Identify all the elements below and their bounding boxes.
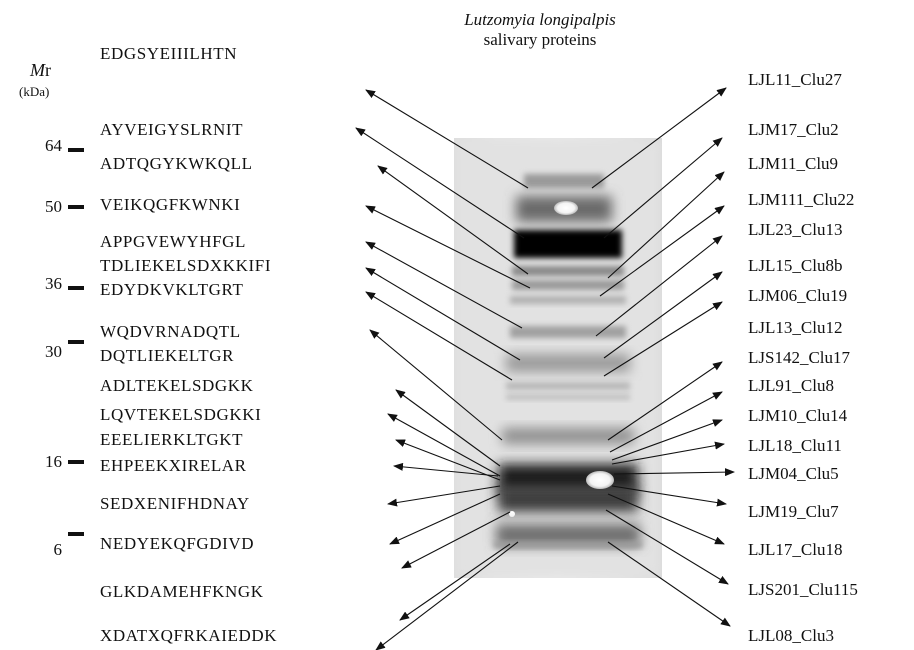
- arrow-left: [366, 90, 528, 188]
- arrow-right: [600, 206, 724, 296]
- left-arrows: [356, 90, 530, 650]
- arrow-left: [400, 544, 510, 620]
- arrow-right: [608, 494, 724, 544]
- right-arrows: [592, 88, 734, 626]
- arrow-left: [370, 330, 502, 440]
- arrow-left: [376, 542, 518, 650]
- arrow-left: [366, 206, 530, 288]
- arrow-right: [612, 486, 726, 504]
- arrow-right: [608, 172, 724, 278]
- arrow-left: [394, 466, 498, 476]
- arrow-left: [366, 292, 512, 380]
- arrow-left: [396, 440, 500, 480]
- arrow-left: [396, 390, 500, 466]
- arrow-right: [592, 88, 726, 188]
- arrow-right: [604, 302, 722, 376]
- arrow-right: [608, 542, 730, 626]
- arrow-left: [356, 128, 524, 238]
- arrow-left: [378, 166, 528, 274]
- arrow-right: [606, 510, 728, 584]
- arrow-right: [614, 472, 734, 474]
- arrow-right: [610, 392, 722, 452]
- arrow-right: [604, 138, 722, 238]
- arrow-left: [402, 512, 510, 568]
